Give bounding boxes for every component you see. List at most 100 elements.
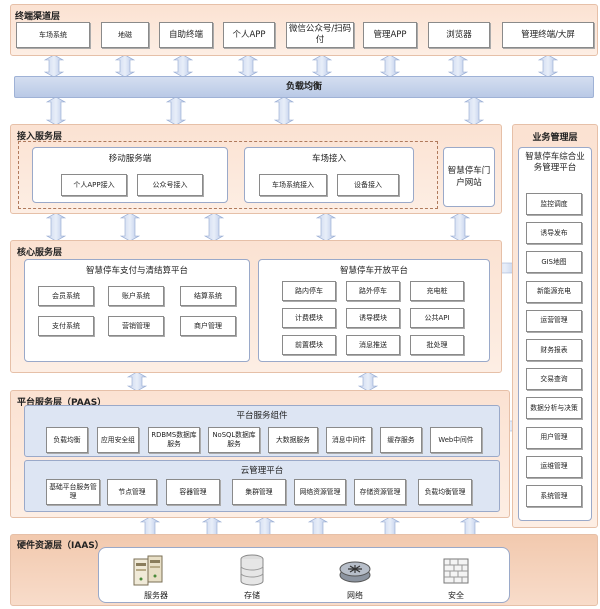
cloud-management-title: 云管理平台 — [240, 466, 284, 476]
arrow-access-core-3 — [315, 212, 337, 242]
terminal-item-1[interactable]: 地磁 — [101, 22, 149, 48]
portal-website-label: 智慧停车门户网站 — [447, 166, 491, 188]
access-layer-title: 接入服务层 — [17, 132, 63, 142]
cloud-item-1[interactable]: 节点管理 — [107, 479, 157, 505]
terminal-item-4[interactable]: 微信公众号/扫码付 — [286, 22, 354, 48]
business-item-7[interactable]: 数据分析与决策 — [526, 397, 582, 420]
payment-item-1[interactable]: 账户系统 — [108, 286, 164, 306]
payment-item-3[interactable]: 支付系统 — [38, 316, 94, 336]
network-router-icon — [339, 561, 371, 583]
storage-icon — [240, 554, 264, 586]
arrow-terminal-lb-4 — [311, 54, 333, 78]
lot-system-access[interactable]: 车场系统接入 — [259, 174, 327, 196]
open-item-1[interactable]: 路外停车 — [346, 281, 400, 301]
cloud-item-5[interactable]: 存储资源管理 — [354, 479, 406, 505]
arrow-terminal-lb-1 — [114, 54, 136, 78]
mobile-service-title: 移动服务端 — [108, 154, 152, 164]
cloud-item-0[interactable]: 基础平台服务管理 — [46, 479, 100, 505]
component-item-3[interactable]: NoSQL数据库服务 — [208, 427, 260, 453]
business-platform-title: 智慧停车综合业务管理平台 — [525, 152, 585, 173]
iaas-layer-title: 硬件资源层（IAAS） — [17, 541, 104, 551]
arrow-lb-access-0 — [45, 96, 67, 126]
arrow-terminal-lb-3 — [237, 54, 259, 78]
open-item-6[interactable]: 前置模块 — [282, 335, 336, 355]
business-item-10[interactable]: 系统管理 — [526, 485, 582, 507]
core-layer-title: 核心服务层 — [17, 248, 63, 258]
open-item-8[interactable]: 批处理 — [410, 335, 464, 355]
personal-app-access[interactable]: 个人APP接入 — [61, 174, 127, 196]
payment-item-2[interactable]: 结算系统 — [180, 286, 236, 306]
lot-access-panel: 车场接入 车场系统接入 设备接入 — [244, 147, 414, 203]
open-item-5[interactable]: 公共API — [410, 308, 464, 328]
access-dashed-group — [18, 141, 438, 209]
business-item-3[interactable]: 新能源充电 — [526, 280, 582, 303]
arrow-terminal-lb-2 — [172, 54, 194, 78]
firewall-icon — [443, 558, 469, 584]
arrow-terminal-lb-7 — [537, 54, 559, 78]
terminal-item-5[interactable]: 管理APP — [363, 22, 417, 48]
arrow-lb-access-2 — [273, 96, 295, 126]
component-item-4[interactable]: 大数据服务 — [268, 427, 318, 453]
business-item-8[interactable]: 用户管理 — [526, 426, 582, 449]
device-access[interactable]: 设备接入 — [337, 174, 399, 196]
component-item-1[interactable]: 应用安全组 — [97, 427, 139, 453]
component-item-0[interactable]: 负载均衡 — [46, 427, 88, 453]
arrow-core-paas-0 — [126, 371, 148, 392]
platform-components-panel: 平台服务组件 — [24, 405, 500, 457]
portal-website-panel[interactable]: 智慧停车门户网站 — [443, 147, 495, 207]
payment-item-0[interactable]: 会员系统 — [38, 286, 94, 306]
component-item-7[interactable]: Web中间件 — [430, 427, 482, 453]
arrow-lb-access-3 — [463, 96, 485, 126]
payment-platform-panel: 智慧停车支付与清结算平台 — [24, 259, 250, 362]
cloud-item-4[interactable]: 网络资源管理 — [294, 479, 346, 505]
payment-item-5[interactable]: 商户管理 — [180, 316, 236, 336]
load-balancer-bar: 负载均衡 — [14, 76, 594, 98]
server-icon — [133, 555, 163, 586]
component-item-6[interactable]: 缓存服务 — [380, 427, 422, 453]
open-platform-title: 智慧停车开放平台 — [339, 266, 408, 276]
arrow-lb-access-1 — [165, 96, 187, 126]
cloud-item-2[interactable]: 容器管理 — [166, 479, 220, 505]
component-item-5[interactable]: 消息中间件 — [326, 427, 372, 453]
open-item-4[interactable]: 诱导模块 — [346, 308, 400, 328]
payment-item-4[interactable]: 营销管理 — [108, 316, 164, 336]
paas-layer-title: 平台服务层（PAAS） — [17, 398, 107, 408]
arrow-terminal-lb-0 — [43, 54, 65, 78]
business-item-5[interactable]: 财务报表 — [526, 339, 582, 361]
business-item-0[interactable]: 监控调度 — [526, 193, 582, 215]
mobile-service-panel: 移动服务端 个人APP接入 公众号接入 — [32, 147, 228, 203]
arrow-terminal-lb-6 — [447, 54, 469, 78]
business-item-4[interactable]: 运营管理 — [526, 309, 582, 332]
platform-components-title: 平台服务组件 — [236, 411, 288, 421]
open-item-2[interactable]: 充电桩 — [410, 281, 464, 301]
official-account-access[interactable]: 公众号接入 — [137, 174, 203, 196]
storage-label: 存储 — [244, 591, 260, 600]
security-label: 安全 — [448, 591, 464, 600]
terminal-item-0[interactable]: 车场系统 — [16, 22, 90, 48]
arrow-access-core-4 — [449, 212, 471, 242]
arrow-access-core-2 — [203, 212, 225, 242]
payment-platform-title: 智慧停车支付与清结算平台 — [85, 266, 188, 276]
business-item-6[interactable]: 交易查询 — [526, 368, 582, 391]
arrow-access-core-0 — [45, 212, 67, 242]
business-item-1[interactable]: 诱导发布 — [526, 222, 582, 245]
terminal-layer-title: 终端渠道层 — [15, 12, 61, 22]
terminal-item-7[interactable]: 管理终端/大屏 — [502, 22, 594, 48]
server-label: 服务器 — [144, 591, 168, 600]
business-layer-title: 业务管理层 — [532, 133, 578, 143]
cloud-item-6[interactable]: 负载均衡管理 — [418, 479, 472, 505]
open-item-7[interactable]: 消息推送 — [346, 335, 400, 355]
terminal-item-3[interactable]: 个人APP — [223, 22, 275, 48]
open-item-0[interactable]: 路内停车 — [282, 281, 336, 301]
arrow-core-paas-1 — [357, 371, 379, 392]
terminal-item-6[interactable]: 浏览器 — [428, 22, 490, 48]
open-item-3[interactable]: 计费模块 — [282, 308, 336, 328]
load-balancer-label: 负载均衡 — [285, 82, 322, 92]
network-label: 网络 — [347, 591, 363, 600]
cloud-item-3[interactable]: 集群管理 — [232, 479, 286, 505]
terminal-item-2[interactable]: 自助终端 — [159, 22, 213, 48]
component-item-2[interactable]: RDBMS数据库服务 — [148, 427, 200, 453]
business-item-9[interactable]: 运维管理 — [526, 455, 582, 478]
lot-access-title: 车场接入 — [311, 154, 346, 164]
business-item-2[interactable]: GIS地图 — [526, 251, 582, 274]
